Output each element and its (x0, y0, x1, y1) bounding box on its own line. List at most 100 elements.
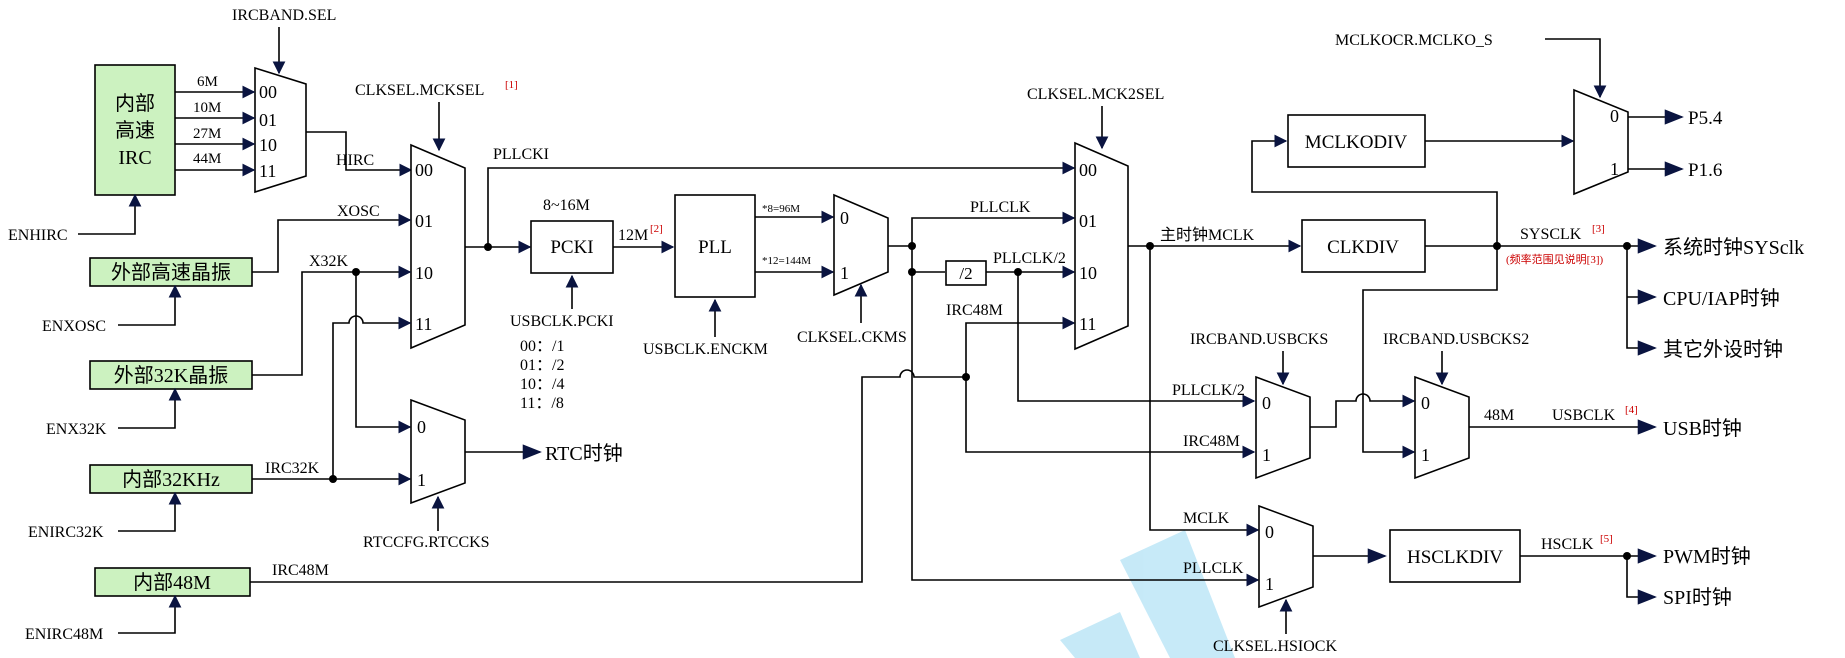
mcksel-select: CLKSEL.MCKSEL (355, 82, 484, 99)
hirc-box-line2: 高速 (115, 119, 155, 142)
enable-hirc: ENHIRC (8, 227, 68, 244)
hsclkdiv-box (1389, 529, 1521, 583)
usb-usbclk: USBCLK (1552, 407, 1616, 424)
irc48m-box-label: 内部48M (133, 571, 211, 594)
clkdiv-label: CLKDIV (1327, 237, 1399, 258)
pcki-div-3: 11：/8 (520, 395, 564, 412)
mclko-out-p54: P5.4 (1688, 108, 1723, 129)
rtc-output: RTC时钟 (545, 442, 623, 465)
usb-mux-2 (1414, 375, 1470, 480)
ircband-in2: 10 (259, 135, 277, 155)
irc48m-wire-label: IRC48M (272, 562, 329, 579)
pcki-box (530, 220, 614, 274)
hirc-freq-6m: 6M (197, 74, 218, 90)
hs-select: CLKSEL.HSIOCK (1213, 638, 1337, 655)
hirc-box-line1: 内部 (115, 92, 155, 115)
mck2sel-in3: 11 (1079, 314, 1096, 334)
pll-out-96: *8=96M (762, 203, 800, 215)
xosc-box-label: 外部高速晶振 (111, 261, 231, 284)
mck2sel-select: CLKSEL.MCK2SEL (1027, 86, 1164, 103)
pcki-out-freq: 12M (618, 227, 648, 244)
usb-usbclk-note: [4] (1625, 404, 1638, 416)
spi-output: SPI时钟 (1663, 586, 1732, 609)
pll-label: PLL (698, 237, 732, 258)
ckms-in0: 0 (840, 208, 849, 228)
hs-in1: 1 (1265, 574, 1274, 594)
mck2sel-in1: 01 (1079, 211, 1097, 231)
pcki-div-2: 10：/4 (520, 376, 564, 393)
mcksel-in2: 10 (415, 263, 433, 283)
usb1-in0: 0 (1262, 393, 1271, 413)
mck2sel-mux (1074, 141, 1129, 351)
mcksel-in3: 11 (415, 314, 432, 334)
mcksel-mux (410, 143, 466, 350)
hirc-freq-44m: 44M (193, 151, 221, 167)
mclk-label: 主时钟MCLK (1160, 226, 1255, 244)
hs-mclk-label: MCLK (1183, 510, 1230, 527)
mclkodiv-label: MCLKODIV (1305, 132, 1408, 153)
usb-mux-1 (1255, 375, 1311, 480)
x32k-label: X32K (309, 253, 349, 270)
mclko-select: MCLKOCR.MCLKO_S (1335, 32, 1493, 49)
irc32k-box-label: 内部32KHz (122, 468, 220, 491)
usb2-in0: 0 (1421, 393, 1430, 413)
other-periph-output: 其它外设时钟 (1663, 338, 1783, 361)
mclko-in1: 1 (1610, 159, 1619, 179)
sysclk-label: SYSCLK (1520, 226, 1582, 243)
pcki-select: USBCLK.PCKI (510, 313, 614, 330)
usb2-in1: 1 (1421, 445, 1430, 465)
pllclk-half-label: PLLCLK/2 (993, 250, 1066, 267)
hirc-box (94, 64, 176, 196)
sysclk-output: 系统时钟SYSclk (1663, 236, 1804, 259)
irc32k-label: IRC32K (265, 460, 320, 477)
sysclk-note: [3] (1592, 223, 1605, 235)
usb-sel2: IRCBAND.USBCKS2 (1383, 331, 1529, 348)
ircband-in1: 01 (259, 110, 277, 130)
hsclkdiv-label: HSCLKDIV (1407, 547, 1503, 568)
mclko-out-p16: P1.6 (1688, 160, 1722, 181)
usb1-in1: 1 (1262, 445, 1271, 465)
usb-sel1: IRCBAND.USBCKS (1190, 331, 1328, 348)
ircband-select: IRCBAND.SEL (232, 7, 336, 24)
watermark-logo (1060, 530, 1235, 658)
ircband-in3: 11 (259, 161, 276, 181)
hsclk-label: HSCLK (1541, 536, 1594, 553)
hs-pllclk-label: PLLCLK (1183, 560, 1244, 577)
enable-irc32k: ENIRC32K (28, 524, 104, 541)
mclko-in0: 0 (1610, 106, 1619, 126)
pcki-div-1: 01：/2 (520, 357, 564, 374)
irc48m-mck2sel-label: IRC48M (946, 302, 1003, 319)
hirc-label: HIRC (336, 152, 374, 169)
enable-irc48m: ENIRC48M (25, 626, 103, 643)
usb-pllclk-half: PLLCLK/2 (1172, 382, 1245, 399)
sysclk-range-note: (频率范围见说明[3]) (1506, 252, 1603, 266)
mcksel-note: [1] (505, 79, 518, 91)
rtc-in0: 0 (417, 417, 426, 437)
hs-in0: 0 (1265, 522, 1274, 542)
pll-out-144: *12=144M (762, 255, 811, 267)
pcki-out-note: [2] (650, 223, 663, 235)
pllclk-label: PLLCLK (970, 199, 1031, 216)
x32k-box-label: 外部32K晶振 (114, 364, 228, 387)
xosc-label: XOSC (337, 203, 380, 220)
xosc-box (89, 257, 253, 287)
ircband-mux (254, 66, 307, 194)
usb-48m: 48M (1484, 407, 1514, 424)
mcksel-in0: 00 (415, 160, 433, 180)
cpu-iap-output: CPU/IAP时钟 (1663, 287, 1780, 310)
pll-select: USBCLK.ENCKM (643, 341, 768, 358)
usb-irc48m: IRC48M (1183, 433, 1240, 450)
ircband-in0: 00 (259, 82, 277, 102)
ckms-select: CLKSEL.CKMS (797, 329, 907, 346)
mck2sel-in2: 10 (1079, 263, 1097, 283)
ckms-mux (833, 193, 889, 297)
rtc-mux (410, 398, 466, 505)
pwm-output: PWM时钟 (1663, 545, 1751, 568)
enable-xosc: ENXOSC (42, 318, 106, 335)
mck2sel-in0: 00 (1079, 160, 1097, 180)
pcki-div-0: 00：/1 (520, 338, 564, 355)
hsclk-mux (1258, 504, 1314, 609)
pllcki-label: PLLCKI (493, 146, 549, 163)
pcki-label: PCKI (550, 237, 593, 258)
